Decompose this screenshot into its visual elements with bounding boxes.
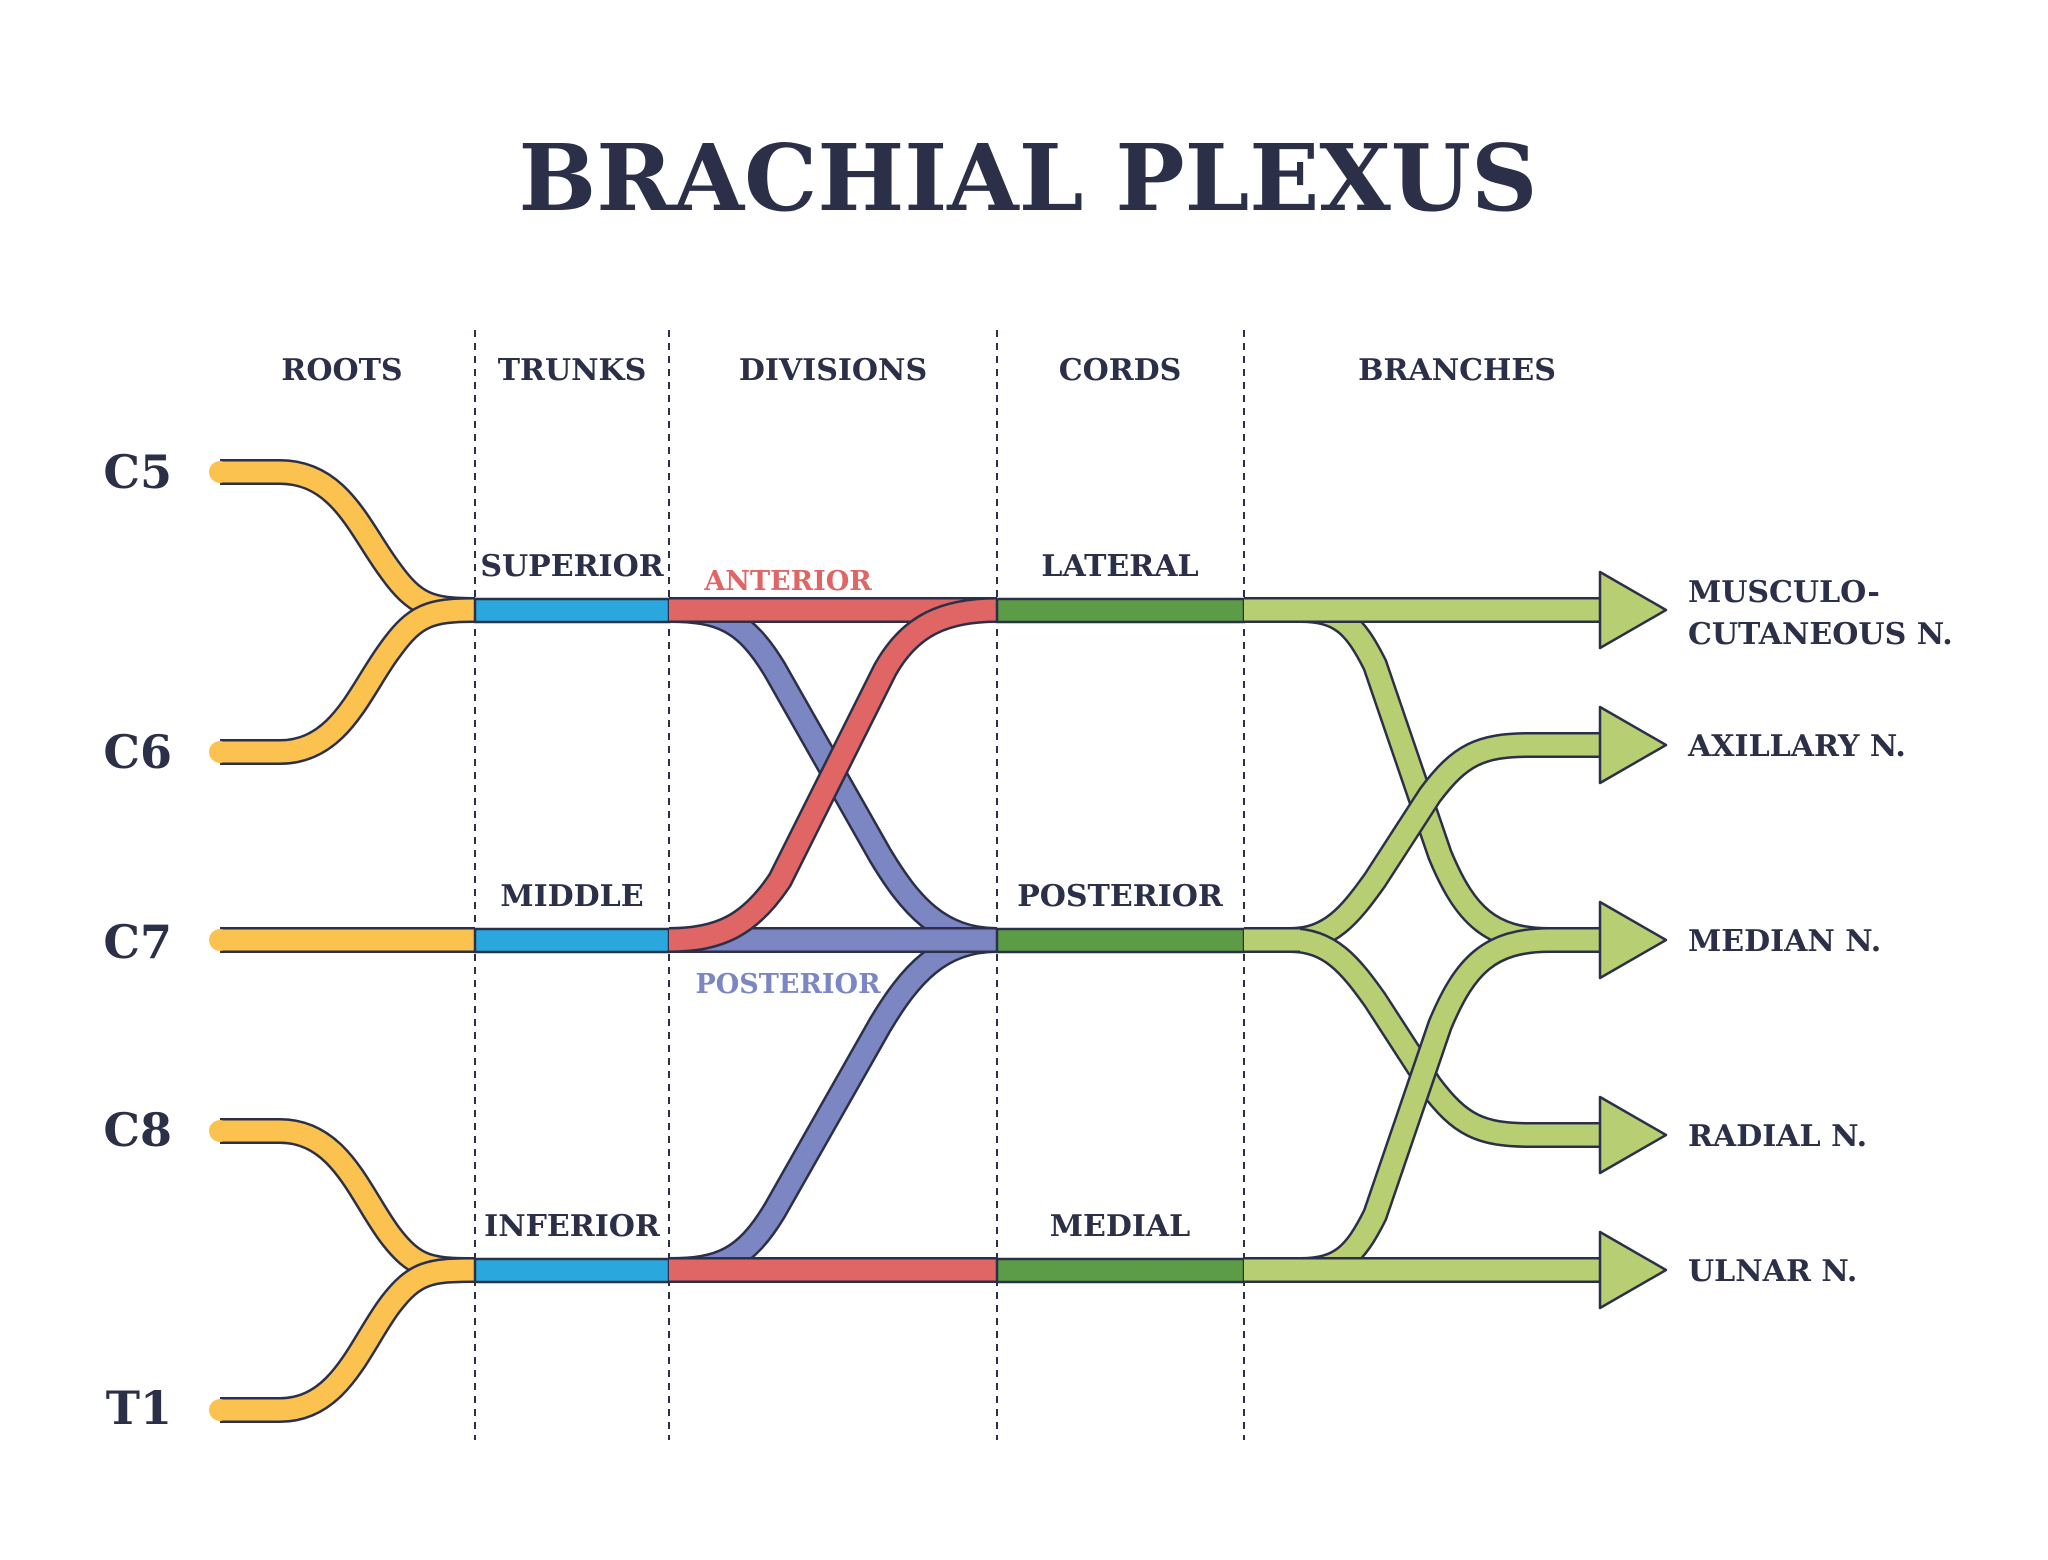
branches-group	[1244, 570, 1668, 1310]
root-c5-nerve	[220, 459, 476, 623]
branch-label-median: MEDIAN N.	[1688, 924, 1881, 959]
cord-lateral-bar	[995, 597, 1246, 624]
arrowhead-musculocutaneous	[1598, 570, 1668, 650]
root-c5-end	[209, 461, 231, 483]
root-c6-end	[209, 741, 231, 763]
roots-group	[209, 459, 476, 1423]
root-label-c7: C7	[103, 915, 172, 969]
arrowhead-median	[1598, 900, 1668, 980]
cords-group	[995, 597, 1246, 1284]
cord-medial-bar	[995, 1257, 1246, 1284]
root-c7-end	[209, 929, 231, 951]
anterior-division-middle	[668, 597, 998, 953]
root-t1-nerve	[220, 1257, 476, 1423]
root-label-c6: C6	[103, 725, 172, 779]
divisions-group	[668, 597, 998, 1283]
root-t1-end	[209, 1399, 231, 1421]
column-header-divisions: DIVISIONS	[739, 353, 927, 388]
column-header-branches: BRANCHES	[1358, 353, 1556, 388]
root-c8-nerve	[220, 1118, 476, 1283]
root-label-t1: T1	[106, 1381, 172, 1435]
cord-label-medial: MEDIAL	[1050, 1209, 1191, 1244]
column-dividers	[474, 330, 1245, 1440]
trunks-group	[473, 597, 671, 1284]
cord-label-posterior: POSTERIOR	[1017, 879, 1224, 914]
cord-posterior-bar	[995, 927, 1246, 954]
column-header-cords: CORDS	[1059, 353, 1182, 388]
trunk-middle-bar	[473, 927, 671, 954]
branch-label-axillary: AXILLARY N.	[1687, 729, 1906, 764]
root-c8-end	[209, 1120, 231, 1142]
branch-medial-to-median	[1244, 927, 1605, 1283]
division-label-posterior: POSTERIOR	[695, 969, 881, 1000]
branch-label-ulnar: ULNAR N.	[1688, 1254, 1857, 1289]
division-label-anterior: ANTERIOR	[703, 566, 872, 597]
page-title: BRACHIAL PLEXUS	[519, 124, 1538, 232]
root-label-c5: C5	[103, 445, 172, 499]
trunk-label-superior: SUPERIOR	[480, 549, 664, 584]
trunk-label-inferior: INFERIOR	[484, 1209, 661, 1244]
root-label-c8: C8	[103, 1103, 172, 1157]
branch-label-musculocutaneous-line1: MUSCULO-	[1688, 575, 1880, 610]
column-header-roots: ROOTS	[281, 353, 402, 388]
arrowhead-ulnar	[1598, 1230, 1668, 1310]
branch-label-radial: RADIAL N.	[1688, 1119, 1867, 1154]
column-header-trunks: TRUNKS	[498, 353, 647, 388]
branch-lateral-to-median	[1244, 597, 1605, 953]
trunk-label-middle: MIDDLE	[500, 879, 643, 914]
arrowhead-radial	[1598, 1095, 1668, 1175]
root-c6-nerve	[220, 597, 476, 765]
cord-label-lateral: LATERAL	[1041, 549, 1198, 584]
trunk-inferior-bar	[473, 1257, 671, 1284]
trunk-superior-bar	[473, 597, 671, 624]
branch-label-musculocutaneous-line2: CUTANEOUS N.	[1688, 617, 1953, 652]
arrowhead-axillary	[1598, 705, 1668, 785]
